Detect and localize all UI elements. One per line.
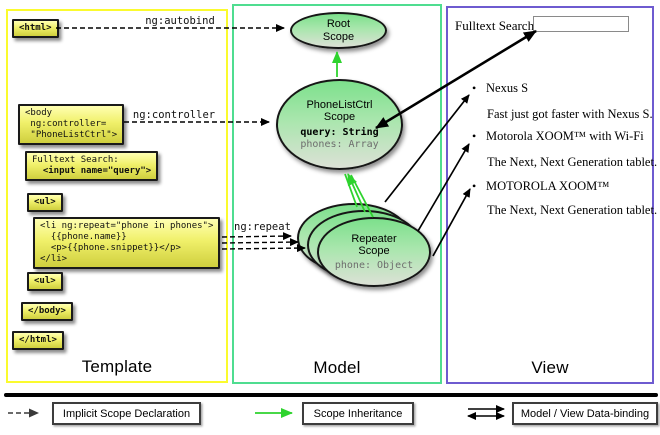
- legend-implicit-scope-declaration: Implicit Scope Declaration: [52, 402, 201, 425]
- legend-separator-line: [4, 393, 658, 397]
- root-scope-title: Root Scope: [322, 18, 355, 43]
- legend-scope-inheritance: Scope Inheritance: [302, 402, 414, 425]
- fulltext-input-box: Fulltext Search: <input name="query">: [25, 151, 159, 181]
- bullet-icon: •: [472, 81, 477, 95]
- ng-controller-label: ng:controller: [132, 109, 216, 121]
- phonelistctrl-scope-title: PhoneListCtrl Scope: [306, 98, 373, 124]
- ul-open-tag-box: <ul>: [27, 193, 63, 212]
- phone-property: phone: Object: [334, 259, 414, 271]
- view-column-label: View: [531, 358, 569, 377]
- model-column-label: Model: [313, 358, 361, 377]
- html-open-tag-box: <html>: [12, 19, 59, 38]
- phonelistctrl-scope-ellipse: PhoneListCtrl Scope query: String phones…: [276, 79, 403, 170]
- html-close-tag-box: </html>: [12, 331, 64, 350]
- ul-close-tag-box: <ul>: [27, 272, 63, 291]
- body-close-tag-box: </body>: [21, 302, 73, 321]
- ng-autobind-label: ng:autobind: [145, 15, 215, 27]
- view-column: View: [446, 6, 654, 384]
- view-item-title: •MOTOROLA XOOM™: [472, 179, 610, 193]
- view-search-label: Fulltext Search:: [455, 18, 538, 33]
- root-scope-ellipse: Root Scope: [290, 12, 387, 49]
- legend-model-view-data-binding: Model / View Data-binding: [512, 402, 658, 425]
- fulltext-label-line: Fulltext Search:: [32, 155, 119, 165]
- view-item-title: •Motorola XOOM™ with Wi-Fi: [472, 129, 644, 143]
- repeater-scope-title: Repeater Scope: [351, 232, 397, 258]
- template-column-label: Template: [81, 357, 153, 376]
- model-column: Model: [232, 4, 442, 384]
- li-repeat-box: <li ng:repeat="phone in phones"> {{phone…: [33, 217, 221, 269]
- ng-repeat-label: ng:repeat: [234, 221, 291, 233]
- view-item-desc: Fast just got faster with Nexus S.: [487, 107, 653, 121]
- body-open-tag-box: <body ng:controller= "PhoneListCtrl">: [18, 104, 125, 145]
- view-item-desc: The Next, Next Generation tablet.: [487, 203, 658, 217]
- view-item-title: •Nexus S: [472, 81, 529, 95]
- bullet-icon: •: [472, 179, 477, 193]
- view-search-input[interactable]: [533, 16, 629, 32]
- bullet-icon: •: [472, 129, 477, 143]
- repeater-scope-ellipse: Repeater Scope phone: Object: [317, 217, 431, 287]
- view-item-desc: The Next, Next Generation tablet.: [487, 155, 658, 169]
- phones-property: phones: Array: [300, 138, 379, 150]
- query-property: query: String: [300, 126, 379, 138]
- input-tag-line: <input name="query">: [32, 166, 152, 176]
